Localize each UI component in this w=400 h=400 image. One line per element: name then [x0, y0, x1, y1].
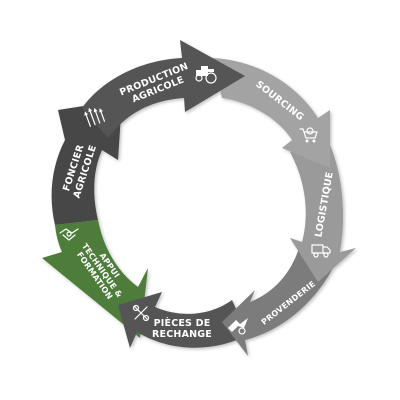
cart-icon — [299, 127, 318, 143]
segment-production-agricole[interactable] — [82, 40, 245, 138]
label-pieces-line1: PIÈCES DE — [154, 317, 211, 329]
label-pieces-line2: RECHANGE — [152, 329, 212, 340]
feed-icon — [228, 318, 248, 335]
segment-sourcing[interactable] — [212, 58, 330, 168]
truck-icon — [311, 244, 331, 258]
field-icon — [84, 107, 106, 127]
tractor-icon — [195, 66, 217, 84]
wrench-icon — [132, 304, 150, 322]
segment-logistique[interactable] — [290, 128, 356, 282]
segment-provenderie[interactable] — [222, 245, 338, 356]
handshake-icon — [59, 228, 79, 241]
segment-pieces-rechange[interactable] — [118, 292, 248, 348]
